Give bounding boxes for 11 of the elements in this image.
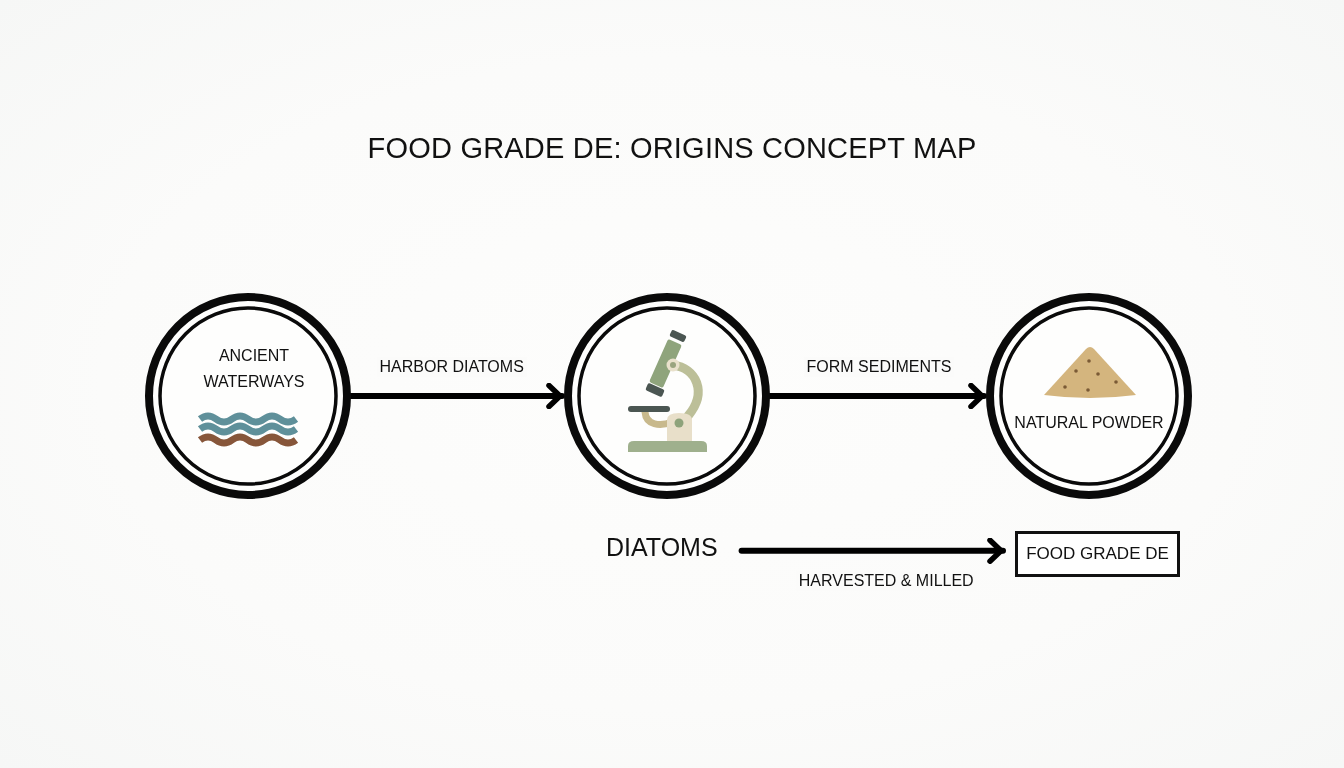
concept-label: DIATOMS: [606, 533, 718, 562]
node-label: ANCIENT WATERWAYS: [202, 346, 306, 392]
arrow: [738, 537, 1006, 564]
concept-circle: [145, 293, 351, 499]
concept-box: FOOD GRADE DE: [1015, 531, 1180, 577]
diagram-title: FOOD GRADE DE: ORIGINS CONCEPT MAP: [366, 131, 978, 166]
concept-circle: [564, 293, 770, 499]
arrow: [767, 382, 987, 410]
node-label: NATURAL POWDER: [1013, 413, 1165, 433]
concept-circle: [986, 293, 1192, 499]
arrow: [348, 382, 565, 410]
